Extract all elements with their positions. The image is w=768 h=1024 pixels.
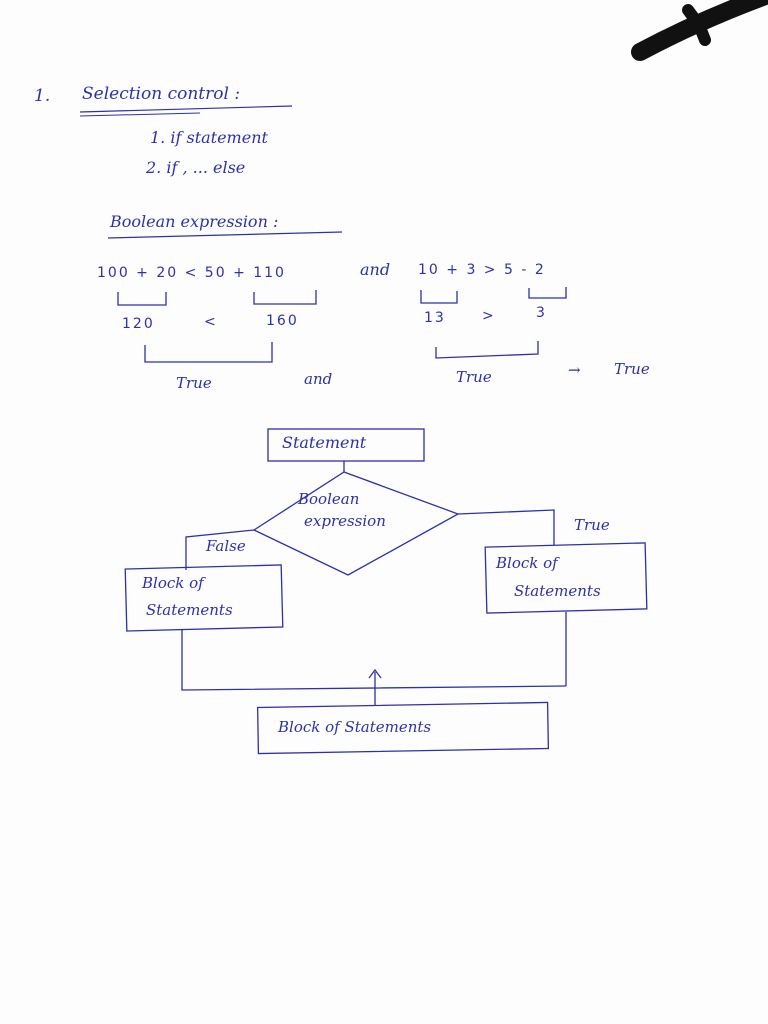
- value-120: 120: [122, 316, 155, 332]
- bracket-left-result: [144, 342, 273, 363]
- boolean-underline: [107, 231, 343, 239]
- list-item-1: 1. if statement: [150, 128, 268, 147]
- false-branch-line: [185, 529, 255, 570]
- decision-line-1: Boolean: [298, 490, 360, 508]
- bracket-right-result: [435, 341, 539, 359]
- left-block-line-2: Statements: [146, 601, 233, 619]
- heading-underline-2: [79, 112, 201, 117]
- arrow-head: [368, 668, 382, 679]
- and-middle: and: [304, 370, 333, 388]
- true-label: True: [574, 516, 610, 534]
- heading-number: 1.: [34, 86, 51, 106]
- expr-and: and: [360, 260, 391, 279]
- statement-box: Statement: [282, 433, 367, 452]
- boolean-title: Boolean expression :: [110, 212, 279, 231]
- true-branch-line: [457, 509, 555, 545]
- true-result: True: [614, 360, 650, 378]
- true-right: True: [456, 368, 492, 386]
- heading-underline: [79, 105, 293, 113]
- implies-arrow: →: [568, 361, 581, 379]
- expr-right: 10 + 3 > 5 - 2: [418, 262, 546, 278]
- right-block-shape: [484, 542, 648, 614]
- statement-box-shape: [267, 428, 425, 462]
- heading-title: Selection control :: [82, 84, 241, 104]
- true-left: True: [176, 374, 212, 392]
- decision-diamond-shape: [252, 471, 460, 576]
- marker-stroke-2: [682, 4, 711, 46]
- left-block-shape: [124, 564, 284, 632]
- greater-than-sign: >: [482, 308, 496, 324]
- value-160: 160: [266, 313, 299, 329]
- bracket-50-110: [253, 290, 317, 305]
- bottom-block-shape: [256, 701, 550, 755]
- list-item-2: 2. if , ... else: [146, 158, 246, 177]
- value-3: 3: [536, 305, 547, 321]
- right-block-line-1: Block of: [496, 554, 558, 572]
- bracket-10-3: [420, 290, 458, 304]
- false-label: False: [206, 537, 246, 555]
- bottom-block: Block of Statements: [278, 718, 432, 736]
- less-than-sign: <: [204, 314, 218, 330]
- bracket-100-20: [117, 292, 167, 306]
- right-block-line-2: Statements: [514, 582, 601, 600]
- left-merge-line: [181, 630, 567, 691]
- value-13: 13: [424, 310, 446, 326]
- left-block-line-1: Block of: [142, 574, 204, 592]
- expr-left: 100 + 20 < 50 + 110: [97, 265, 286, 281]
- bracket-5-2: [528, 287, 567, 299]
- decision-line-2: expression: [304, 512, 386, 530]
